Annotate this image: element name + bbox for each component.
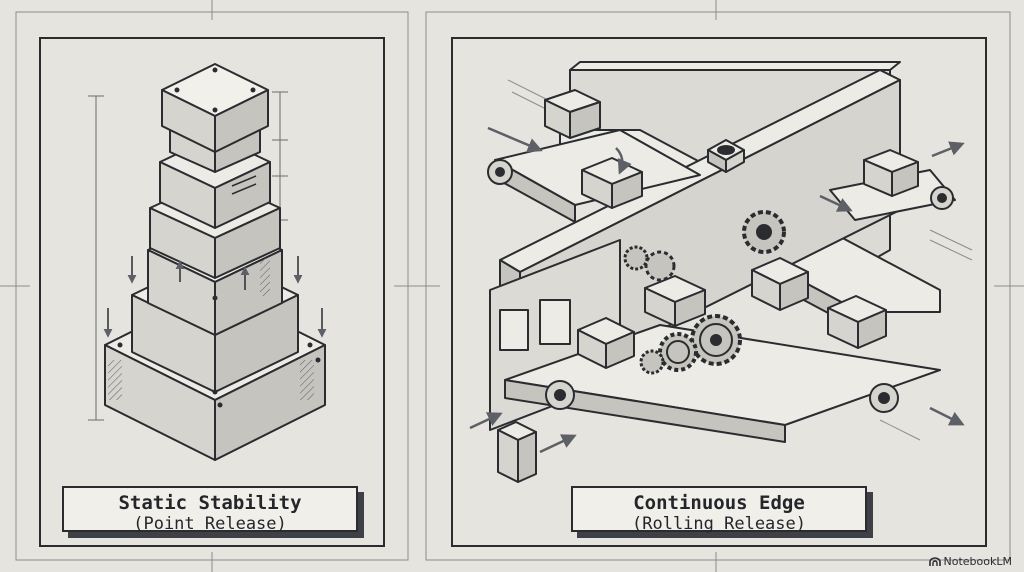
box-7 xyxy=(827,295,887,349)
conveyor-boxes xyxy=(497,89,919,483)
panel-borders xyxy=(39,37,987,547)
brand-name: NotebookLM xyxy=(943,555,1012,568)
tower-top-block xyxy=(161,63,269,153)
static-stability-label: Static Stability (Point Release) xyxy=(62,486,358,534)
stacked-block-tower xyxy=(88,63,327,461)
box-6 xyxy=(577,317,635,369)
central-hub xyxy=(707,139,745,173)
left-panel-border xyxy=(39,37,385,547)
notebooklm-watermark: NotebookLM xyxy=(928,555,1012,568)
continuous-edge-label: Continuous Edge (Rolling Release) xyxy=(571,486,867,534)
box-3 xyxy=(863,149,919,197)
static-stability-title: Static Stability xyxy=(118,492,302,514)
right-panel-border xyxy=(451,37,987,547)
box-2 xyxy=(581,157,643,209)
notebooklm-logo-icon xyxy=(928,556,941,566)
gear-cluster xyxy=(623,210,786,375)
conveyor-machine xyxy=(469,61,973,483)
static-stability-subtitle: (Point Release) xyxy=(133,514,287,534)
box-8 xyxy=(497,421,537,483)
box-5 xyxy=(644,275,706,327)
continuous-edge-title: Continuous Edge xyxy=(633,492,805,514)
continuous-edge-subtitle: (Rolling Release) xyxy=(632,514,806,534)
box-1 xyxy=(544,89,601,139)
box-4 xyxy=(751,257,809,311)
